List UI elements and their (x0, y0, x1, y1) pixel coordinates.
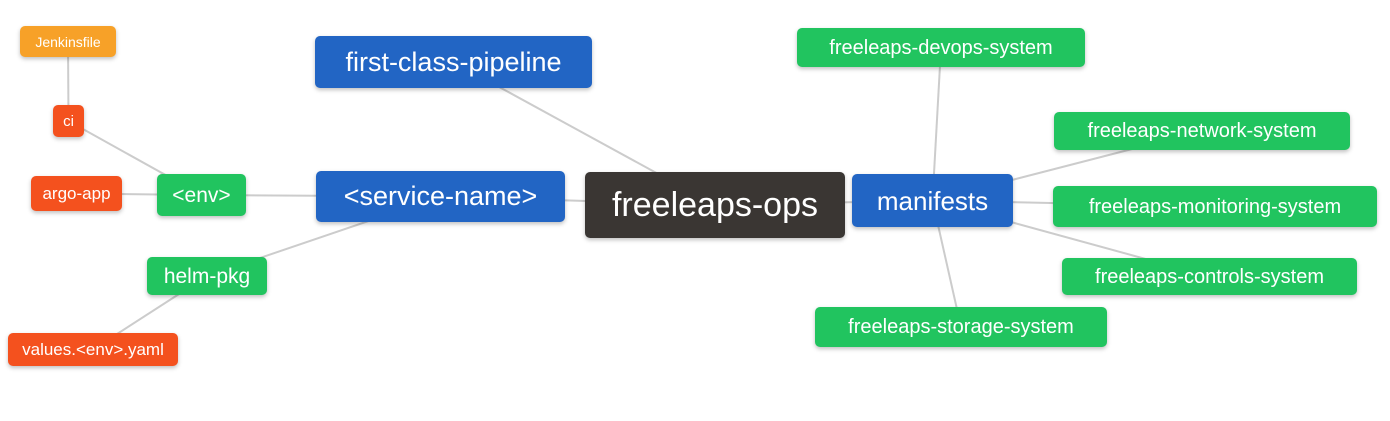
node-freeleaps-ops[interactable]: freeleaps-ops (585, 172, 845, 238)
node-freeleaps-network-system[interactable]: freeleaps-network-system (1054, 112, 1350, 150)
node-label: freeleaps-monitoring-system (1088, 195, 1342, 218)
node-freeleaps-devops-system[interactable]: freeleaps-devops-system (797, 28, 1085, 67)
node-label: first-class-pipeline (345, 46, 562, 77)
node-freeleaps-controls-system[interactable]: freeleaps-controls-system (1062, 258, 1357, 295)
node-label: ci (63, 112, 74, 130)
node-label: Jenkinsfile (35, 33, 101, 50)
node-label: freeleaps-storage-system (848, 316, 1074, 338)
node-label: helm-pkg (163, 264, 251, 288)
node-label: argo-app (42, 184, 111, 203)
node-ci[interactable]: ci (53, 105, 84, 137)
node-label: freeleaps-ops (611, 186, 818, 224)
node-freeleaps-storage-system[interactable]: freeleaps-storage-system (815, 307, 1107, 347)
node-service-name[interactable]: <service-name> (316, 171, 565, 222)
node-label: <env> (172, 183, 231, 207)
node-label: freeleaps-controls-system (1095, 265, 1324, 288)
node-jenkinsfile[interactable]: Jenkinsfile (20, 26, 116, 57)
node-label: manifests (876, 185, 989, 216)
node-label: <service-name> (343, 181, 538, 211)
node-manifests[interactable]: manifests (852, 174, 1013, 227)
node-label: values.<env>.yaml (22, 340, 164, 359)
node-argo-app[interactable]: argo-app (31, 176, 122, 211)
node-freeleaps-monitoring-system[interactable]: freeleaps-monitoring-system (1053, 186, 1377, 227)
node-helm-pkg[interactable]: helm-pkg (147, 257, 267, 295)
node-env[interactable]: <env> (157, 174, 246, 216)
node-values-env-yaml[interactable]: values.<env>.yaml (8, 333, 178, 366)
node-label: freeleaps-network-system (1087, 120, 1317, 142)
node-label: freeleaps-devops-system (829, 36, 1053, 59)
node-first-class-pipeline[interactable]: first-class-pipeline (315, 36, 592, 88)
